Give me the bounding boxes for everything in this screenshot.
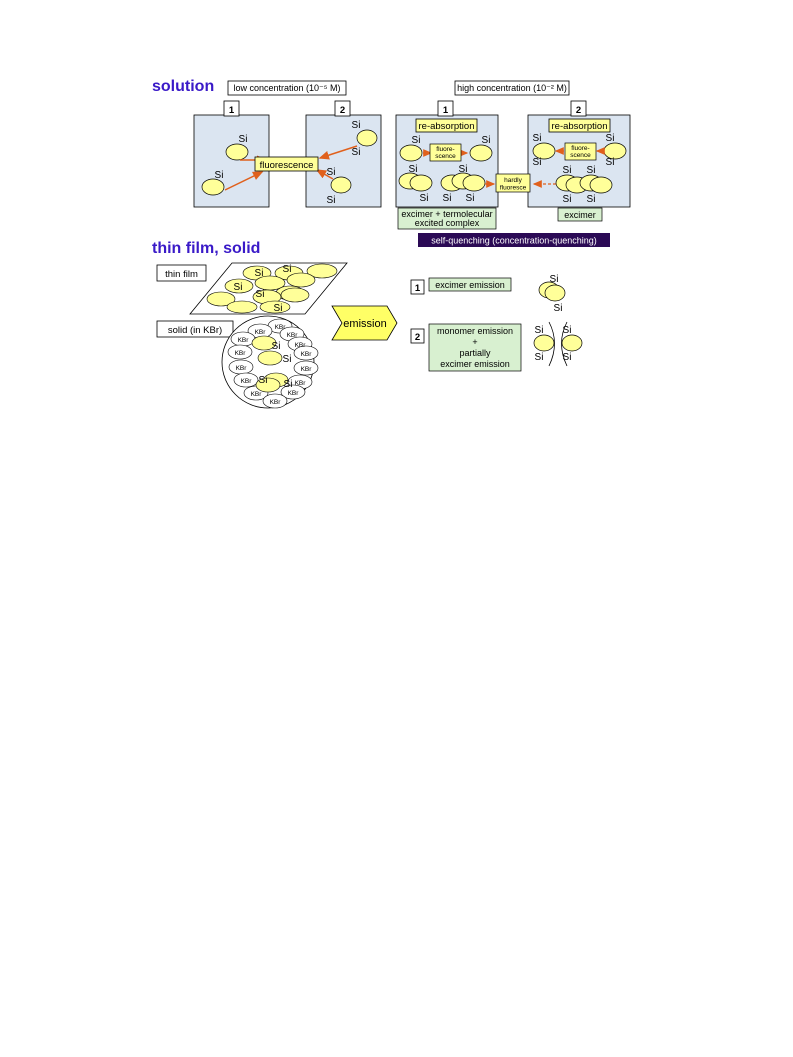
kbr-label: KBr (275, 324, 287, 331)
thin-film-label: thin film (165, 269, 198, 280)
si-label: Si (352, 120, 361, 131)
si-label: Si (606, 157, 615, 168)
solution-heading: solution (152, 78, 214, 95)
si-label: Si (459, 164, 468, 175)
si-label: Si (272, 341, 281, 352)
fluorescence-small-line2-b: scence (570, 152, 591, 159)
si-label: Si (284, 379, 293, 390)
si-label: Si (283, 354, 292, 365)
si-label: Si (283, 264, 292, 275)
emission-arrow (331, 305, 398, 341)
re-absorption-label: re-absorption (419, 121, 475, 132)
fluorescence-label: fluorescence (260, 160, 314, 171)
si-label: Si (409, 164, 418, 175)
self-quenching-label: self-quenching (concentration-quenching) (431, 236, 597, 246)
si-label: Si (533, 157, 542, 168)
fluorescence-small-line1-b: fluore- (571, 145, 589, 152)
kbr-label: KBr (301, 366, 313, 373)
case-2-number: 2 (415, 332, 420, 343)
si-label: Si (533, 133, 542, 144)
low-panel-1-number: 1 (229, 105, 235, 116)
monomer-line4: excimer emission (440, 359, 510, 369)
case-1-number: 1 (415, 283, 421, 294)
si-label: Si (563, 194, 572, 205)
kbr-label: KBr (295, 342, 307, 349)
kbr-label: KBr (295, 380, 307, 387)
fluorescence-small-line1: fluore- (436, 146, 454, 153)
kbr-label: KBr (301, 351, 313, 358)
si-label: Si (412, 135, 421, 146)
thin-film-heading: thin film, solid (152, 240, 260, 257)
si-label: Si (327, 167, 336, 178)
excimer-box (557, 207, 603, 222)
si-label: Si (535, 352, 544, 363)
monomer-line1: monomer emission (437, 326, 513, 336)
fluorescence-small-line2: scence (435, 153, 456, 160)
excimer-termolecular-line1: excimer + termolecular (401, 209, 492, 219)
si-label: Si (255, 268, 264, 279)
kbr-label: KBr (288, 390, 300, 397)
si-label: Si (259, 375, 268, 386)
si-label: Si (563, 352, 572, 363)
si-label: Si (606, 133, 615, 144)
fluorescence-label-box (254, 156, 319, 172)
si-label: Si (563, 325, 572, 336)
kbr-label: KBr (235, 350, 247, 357)
low-concentration-label: low concentration (10⁻⁵ M) (233, 83, 340, 93)
kbr-label: KBr (236, 365, 248, 372)
hardly-fluoresce-line1: hardly (504, 177, 522, 184)
hardly-fluoresce-line2: fluoresce (500, 185, 527, 192)
high-panel-1-number: 1 (443, 105, 449, 116)
emission-label: emission (343, 318, 386, 330)
si-label: Si (466, 193, 475, 204)
hardly-fluoresce-box (495, 173, 531, 193)
kbr-label: KBr (238, 337, 250, 344)
monomer-line3: partially (459, 348, 491, 358)
si-label: Si (327, 195, 336, 206)
monomer-line2: + (472, 337, 477, 347)
self-quenching-box (418, 233, 610, 247)
excimer-termolecular-line2: excited complex (415, 218, 480, 228)
excimer-emission-label: excimer emission (435, 280, 505, 290)
low-panel-2-number: 2 (340, 105, 345, 116)
si-label: Si (587, 165, 596, 176)
si-label: Si (587, 194, 596, 205)
si-label: Si (239, 134, 248, 145)
high-concentration-label: high concentration (10⁻² M) (457, 83, 567, 93)
kbr-label: KBr (251, 391, 263, 398)
kbr-label: KBr (270, 399, 282, 406)
solid-label: solid (in KBr) (168, 325, 222, 336)
si-label: Si (352, 147, 361, 158)
re-absorption-label-2: re-absorption (552, 121, 608, 132)
si-label: Si (256, 289, 265, 300)
high-panel-2-number: 2 (576, 105, 581, 116)
si-label: Si (443, 193, 452, 204)
kbr-label: KBr (255, 329, 267, 336)
excimer-label: excimer (564, 210, 596, 220)
excimer-termolecular-box (397, 207, 497, 230)
si-label: Si (563, 165, 572, 176)
kbr-label: KBr (241, 378, 253, 385)
si-label: Si (234, 282, 243, 293)
si-label: Si (274, 303, 283, 314)
si-label: Si (420, 193, 429, 204)
si-label: Si (215, 170, 224, 181)
si-label: Si (550, 274, 559, 285)
si-label: Si (482, 135, 491, 146)
kbr-label: KBr (287, 332, 299, 339)
si-label: Si (535, 325, 544, 336)
si-label: Si (554, 303, 563, 314)
